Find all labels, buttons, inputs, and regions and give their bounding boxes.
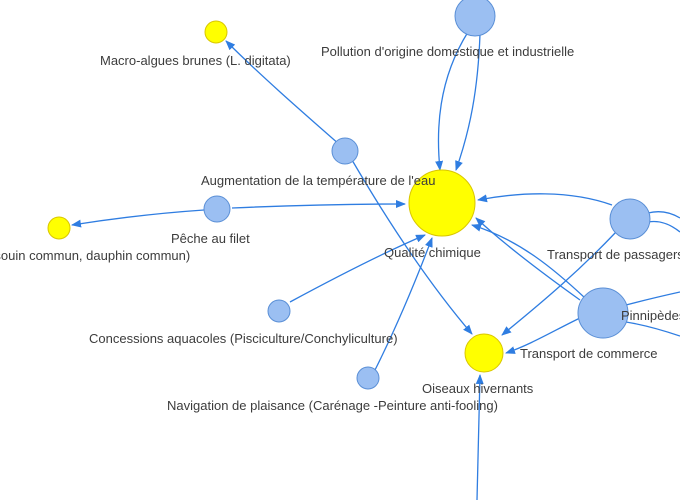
edges xyxy=(71,31,680,500)
edge-bottom-to-oiseaux xyxy=(475,374,484,500)
label-marsouin: Marsouin commun, dauphin commun) xyxy=(0,248,190,263)
node-marsouin[interactable] xyxy=(47,216,71,240)
node-macro-algues[interactable] xyxy=(204,20,228,44)
node-navigation[interactable] xyxy=(356,366,380,390)
node-pollution[interactable] xyxy=(454,0,496,37)
node-augmentation-temp[interactable] xyxy=(331,137,359,165)
node-qualite-chimique[interactable] xyxy=(408,169,476,237)
label-qualite-chimique: Qualité chimique xyxy=(384,245,481,260)
edge-augmentation-to-macro-algues xyxy=(225,40,341,146)
edge-offscreen-passagers-1 xyxy=(647,211,680,219)
label-oiseaux: Oiseaux hivernants xyxy=(422,381,534,396)
edge-commerce-to-oiseaux xyxy=(505,317,581,354)
node-transport-commerce[interactable] xyxy=(577,287,629,339)
edge-offscreen-commerce-1 xyxy=(625,291,680,306)
node-oiseaux[interactable] xyxy=(464,333,504,373)
edge-pollution-to-qualite-2 xyxy=(455,33,481,171)
label-transport-passagers: Transport de passagers xyxy=(547,247,680,262)
edge-commerce-to-qualite xyxy=(471,223,586,299)
nodes xyxy=(47,0,651,390)
label-pinnipedes: Pinnipèdes xyxy=(621,308,680,323)
edge-peche-to-marsouin xyxy=(71,209,205,228)
labels: Pollution d'origine domestique et indust… xyxy=(0,44,680,413)
label-navigation: Navigation de plaisance (Carénage -Peint… xyxy=(167,398,498,413)
edge-passagers-to-qualite-1 xyxy=(477,193,613,206)
label-macro-algues: Macro-algues brunes (L. digitata) xyxy=(100,53,291,68)
edge-peche-to-qualite xyxy=(231,200,406,209)
label-transport-commerce: Transport de commerce xyxy=(520,346,658,361)
edge-offscreen-passagers-2 xyxy=(647,220,680,233)
label-pollution: Pollution d'origine domestique et indust… xyxy=(321,44,574,59)
node-peche-filet[interactable] xyxy=(203,195,231,223)
node-concessions[interactable] xyxy=(267,299,291,323)
edge-concessions-to-qualite xyxy=(289,234,426,303)
edge-passagers-to-oiseaux xyxy=(501,231,617,336)
edge-offscreen-commerce-2 xyxy=(625,321,680,337)
edge-pollution-to-qualite-1 xyxy=(435,31,469,171)
edge-passagers-to-qualite-2 xyxy=(475,217,581,301)
label-concessions: Concessions aquacoles (Pisciculture/Conc… xyxy=(89,331,398,346)
label-peche-filet: Pêche au filet xyxy=(171,231,250,246)
edge-navigation-to-qualite xyxy=(374,237,433,371)
label-augmentation-temp: Augmentation de la température de l'eau xyxy=(201,173,435,188)
edge-augmentation-to-oiseaux xyxy=(351,159,473,335)
node-transport-passagers[interactable] xyxy=(609,198,651,240)
